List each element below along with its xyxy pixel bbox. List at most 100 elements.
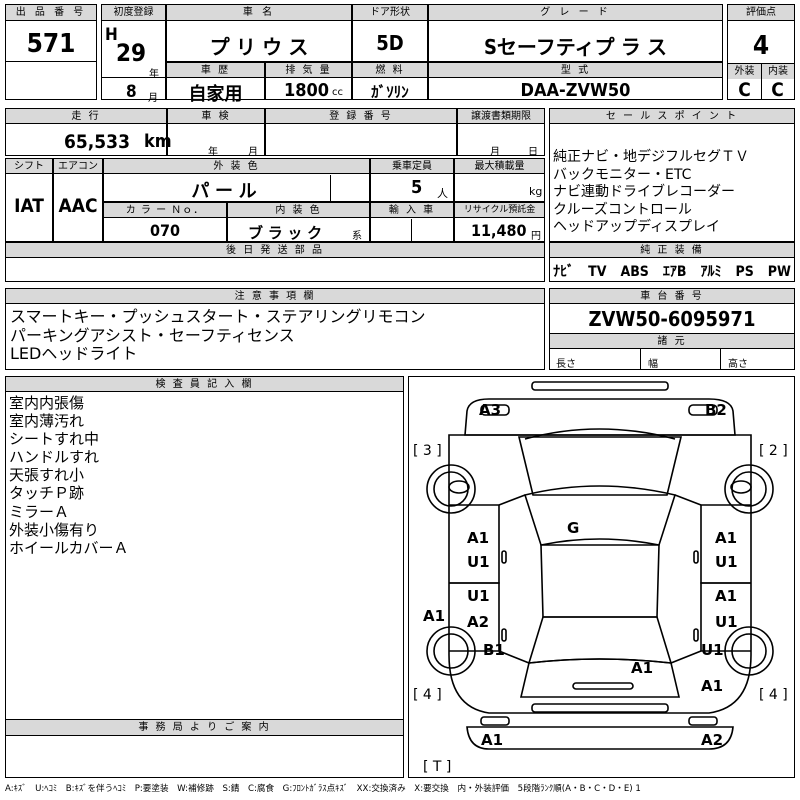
max-load-unit: kg — [529, 185, 543, 198]
length-label: 長さ — [556, 359, 576, 370]
first-registration-box: 初度登録 H 29 年 8 月 — [101, 4, 166, 104]
sales-point: 純正ナビ・地デジフルセグＴＶ — [553, 149, 749, 165]
inspection-month-unit: 月 — [248, 147, 258, 158]
color-number-label: カ ラ ー Ｎｏ． — [104, 203, 226, 218]
inspector-item: タッチＰ跡 — [9, 484, 85, 503]
notes-label: 注 意 事 項 欄 — [6, 289, 544, 304]
score: 4 — [752, 31, 770, 61]
displacement-unit: cc — [332, 87, 343, 98]
notes-box: 注 意 事 項 欄 スマートキー・プッシュスタート・ステアリングリモコン パーキ… — [5, 288, 545, 370]
displacement-box: 排 気 量 1800 cc — [265, 62, 352, 101]
mark-g: G — [567, 519, 579, 537]
capacity-label: 乗車定員 — [371, 159, 453, 174]
era-letter: H — [105, 25, 118, 45]
year-unit: 年 — [149, 69, 159, 80]
mark-a1-left: A1 — [423, 607, 445, 625]
interior-color-box: 内 装 色 ブ ラ ッ ク 系 — [227, 202, 370, 242]
sales-point: ヘッドアップディスプレイ — [553, 219, 721, 235]
displacement-label: 排 気 量 — [266, 63, 351, 78]
shift-label: シフト — [6, 159, 52, 174]
inspector-item: 室内薄汚れ — [9, 412, 85, 431]
mark-b1-left: B1 — [483, 641, 505, 659]
office-label: 事 務 局 よ り ご 案 内 — [6, 719, 403, 736]
inspector-item: ホイールカバーＡ — [9, 538, 129, 557]
later-parts-label: 後 日 発 送 部 品 — [6, 243, 544, 258]
mark-u1-right: U1 — [701, 641, 724, 659]
inspection-year-unit: 年 — [208, 147, 218, 158]
sales-points-label: セ ー ル ス ポ イ ン ト — [550, 109, 794, 124]
legend: A:ｷｽﾞ U:ﾍｺﾐ B:ｷｽﾞを伴うﾍｺﾐ P:要塗装 W:補修跡 S:錆 … — [5, 784, 641, 794]
inspection-box: 車 検 年 月 — [167, 108, 265, 158]
bracket-4-right: [ 4 ] — [759, 687, 788, 703]
inspector-item: シートすれ中 — [9, 430, 100, 449]
exterior-grade: C — [738, 79, 751, 101]
sales-point: バックモニター・ETC — [553, 166, 692, 183]
exterior-label: 外装 — [728, 64, 761, 79]
month-unit: 月 — [148, 93, 158, 104]
later-parts-box: 後 日 発 送 部 品 — [5, 242, 545, 282]
exterior-color-label: 外 装 色 — [104, 159, 369, 174]
note-line: パーキングアシスト・セーフティセンス — [10, 325, 295, 345]
mark-a1-right: A1 — [701, 677, 723, 695]
transfer-day: 日 — [528, 147, 538, 158]
history-box: 車 歴 自家用 — [166, 62, 265, 105]
door-label: ドア形状 — [353, 5, 427, 21]
grade-label: グ レ ー ド — [429, 5, 722, 21]
fuel: ｶﾞｿﾘﾝ — [371, 83, 409, 101]
bracket-t: [ T ] — [423, 759, 451, 775]
capacity: 5 — [411, 177, 423, 198]
max-load-box: 最大積載量 kg — [454, 158, 545, 202]
registration-year: 29 — [116, 39, 147, 67]
car-diagram: [ 3 ] [ 2 ] [ 4 ] [ 4 ] [ T ] A3 B2 G A1… — [413, 381, 788, 775]
max-load-label: 最大積載量 — [455, 159, 544, 174]
mark-a1-mid-left: A1 — [467, 529, 489, 547]
equipment-label: 純 正 装 備 — [550, 243, 794, 258]
mark-u1-mid-right: U1 — [715, 553, 738, 571]
mark-u1-low-right: U1 — [715, 613, 738, 631]
recycle-label: リサイクル預託金 — [455, 203, 544, 218]
displacement: 1800 — [284, 80, 330, 101]
equipment: ﾅﾋﾞ TV ABS ｴｱB ｱﾙﾐ PS PW — [553, 264, 791, 280]
transfer-deadline-label: 譲渡書類期限 — [458, 109, 544, 124]
import-box: 輸 入 車 — [370, 202, 454, 242]
inspector-label: 検 査 員 記 入 欄 — [6, 377, 403, 392]
mark-a1-bottom-left: A1 — [481, 731, 503, 749]
model: DAA-ZVW50 — [520, 80, 631, 101]
mileage-unit: km — [144, 131, 172, 152]
chassis-box: 車 台 番 号 ZVW50-6095971 諸 元 長さ 幅 高さ — [549, 288, 795, 370]
interior-color: ブ ラ ッ ク — [248, 224, 323, 242]
height-label: 高さ — [728, 359, 748, 370]
import-label: 輸 入 車 — [371, 203, 453, 218]
spec-label: 諸 元 — [550, 333, 794, 349]
note-line: LEDヘッドライト — [10, 344, 138, 363]
door-type: 5D — [376, 31, 404, 55]
inspector-list: 室内内張傷 室内薄汚れ シートすれ中 ハンドルすれ 天張すれ小 タッチＰ跡 ミラ… — [9, 394, 129, 557]
mileage-box: 走 行 65,533 km — [5, 108, 172, 156]
exterior-color: パ ー ル — [191, 181, 257, 202]
aircon-box: エアコン AAC — [53, 158, 103, 242]
capacity-unit: 人 — [437, 187, 448, 200]
transfer-month: 月 — [490, 147, 500, 158]
mark-a2-low-left: A2 — [467, 613, 489, 631]
exterior-color-box: 外 装 色 パ ー ル — [103, 158, 370, 202]
score-box: 評価点 4 外装 内装 C C — [727, 4, 795, 101]
registration-number-label: 登 録 番 号 — [266, 109, 456, 124]
lot-number-label: 出 品 番 号 — [6, 5, 96, 21]
registration-number-box: 登 録 番 号 — [265, 108, 457, 156]
inspection-label: 車 検 — [168, 109, 264, 124]
sales-point: クルーズコントロール — [553, 201, 692, 218]
inspector-box: 検 査 員 記 入 欄 室内内張傷 室内薄汚れ シートすれ中 ハンドルすれ 天張… — [5, 376, 404, 778]
history-label: 車 歴 — [167, 63, 264, 78]
fuel-label: 燃 料 — [353, 63, 427, 78]
capacity-box: 乗車定員 5 人 — [370, 158, 454, 202]
inspector-item: 天張すれ小 — [9, 466, 85, 485]
model-box: 型 式 DAA-ZVW50 — [428, 62, 723, 101]
interior-label: 内装 — [761, 64, 794, 79]
sales-points-box: セ ー ル ス ポ イ ン ト 純正ナビ・地デジフルセグＴＶ バックモニター・E… — [549, 108, 795, 242]
recycle-amount: 11,480 — [471, 221, 527, 240]
mark-u1-low-left: U1 — [467, 587, 490, 605]
recycle-unit: 円 — [531, 231, 541, 242]
inspector-item: 外装小傷有り — [9, 520, 100, 539]
inspector-item: ハンドルすれ — [9, 448, 100, 467]
mark-a2-bottom-right: A2 — [701, 731, 723, 749]
